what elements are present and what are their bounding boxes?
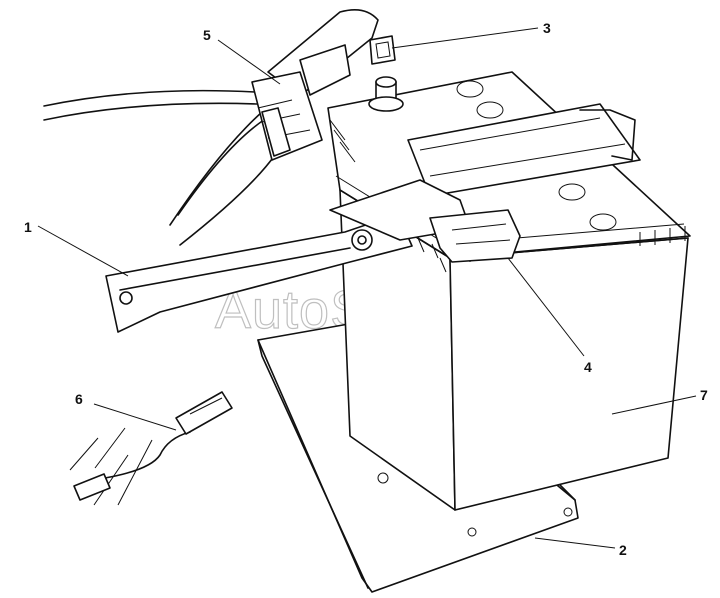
terminal-post [368,76,404,112]
leader-2 [534,537,616,549]
connector-block-5 [251,71,323,161]
terminal-cover-4 [429,209,521,263]
leader-lines [37,27,697,549]
sensor-harness-6 [69,391,233,506]
leader-3 [391,27,539,49]
leader-7 [611,395,697,415]
leader-6 [93,403,177,431]
callout-3: 3 [543,20,551,36]
battery-housing [327,71,691,511]
hold-down-bracket [579,109,636,161]
cables [43,89,276,246]
callout-4: 4 [584,359,592,375]
wire-clip-3 [369,35,396,65]
leader-5 [217,39,281,85]
leader-4 [507,257,585,357]
callout-1: 1 [24,219,32,235]
callout-6: 6 [75,391,83,407]
leader-1 [37,225,129,277]
callout-2: 2 [619,542,627,558]
callout-5: 5 [203,27,211,43]
callout-7: 7 [700,387,708,403]
